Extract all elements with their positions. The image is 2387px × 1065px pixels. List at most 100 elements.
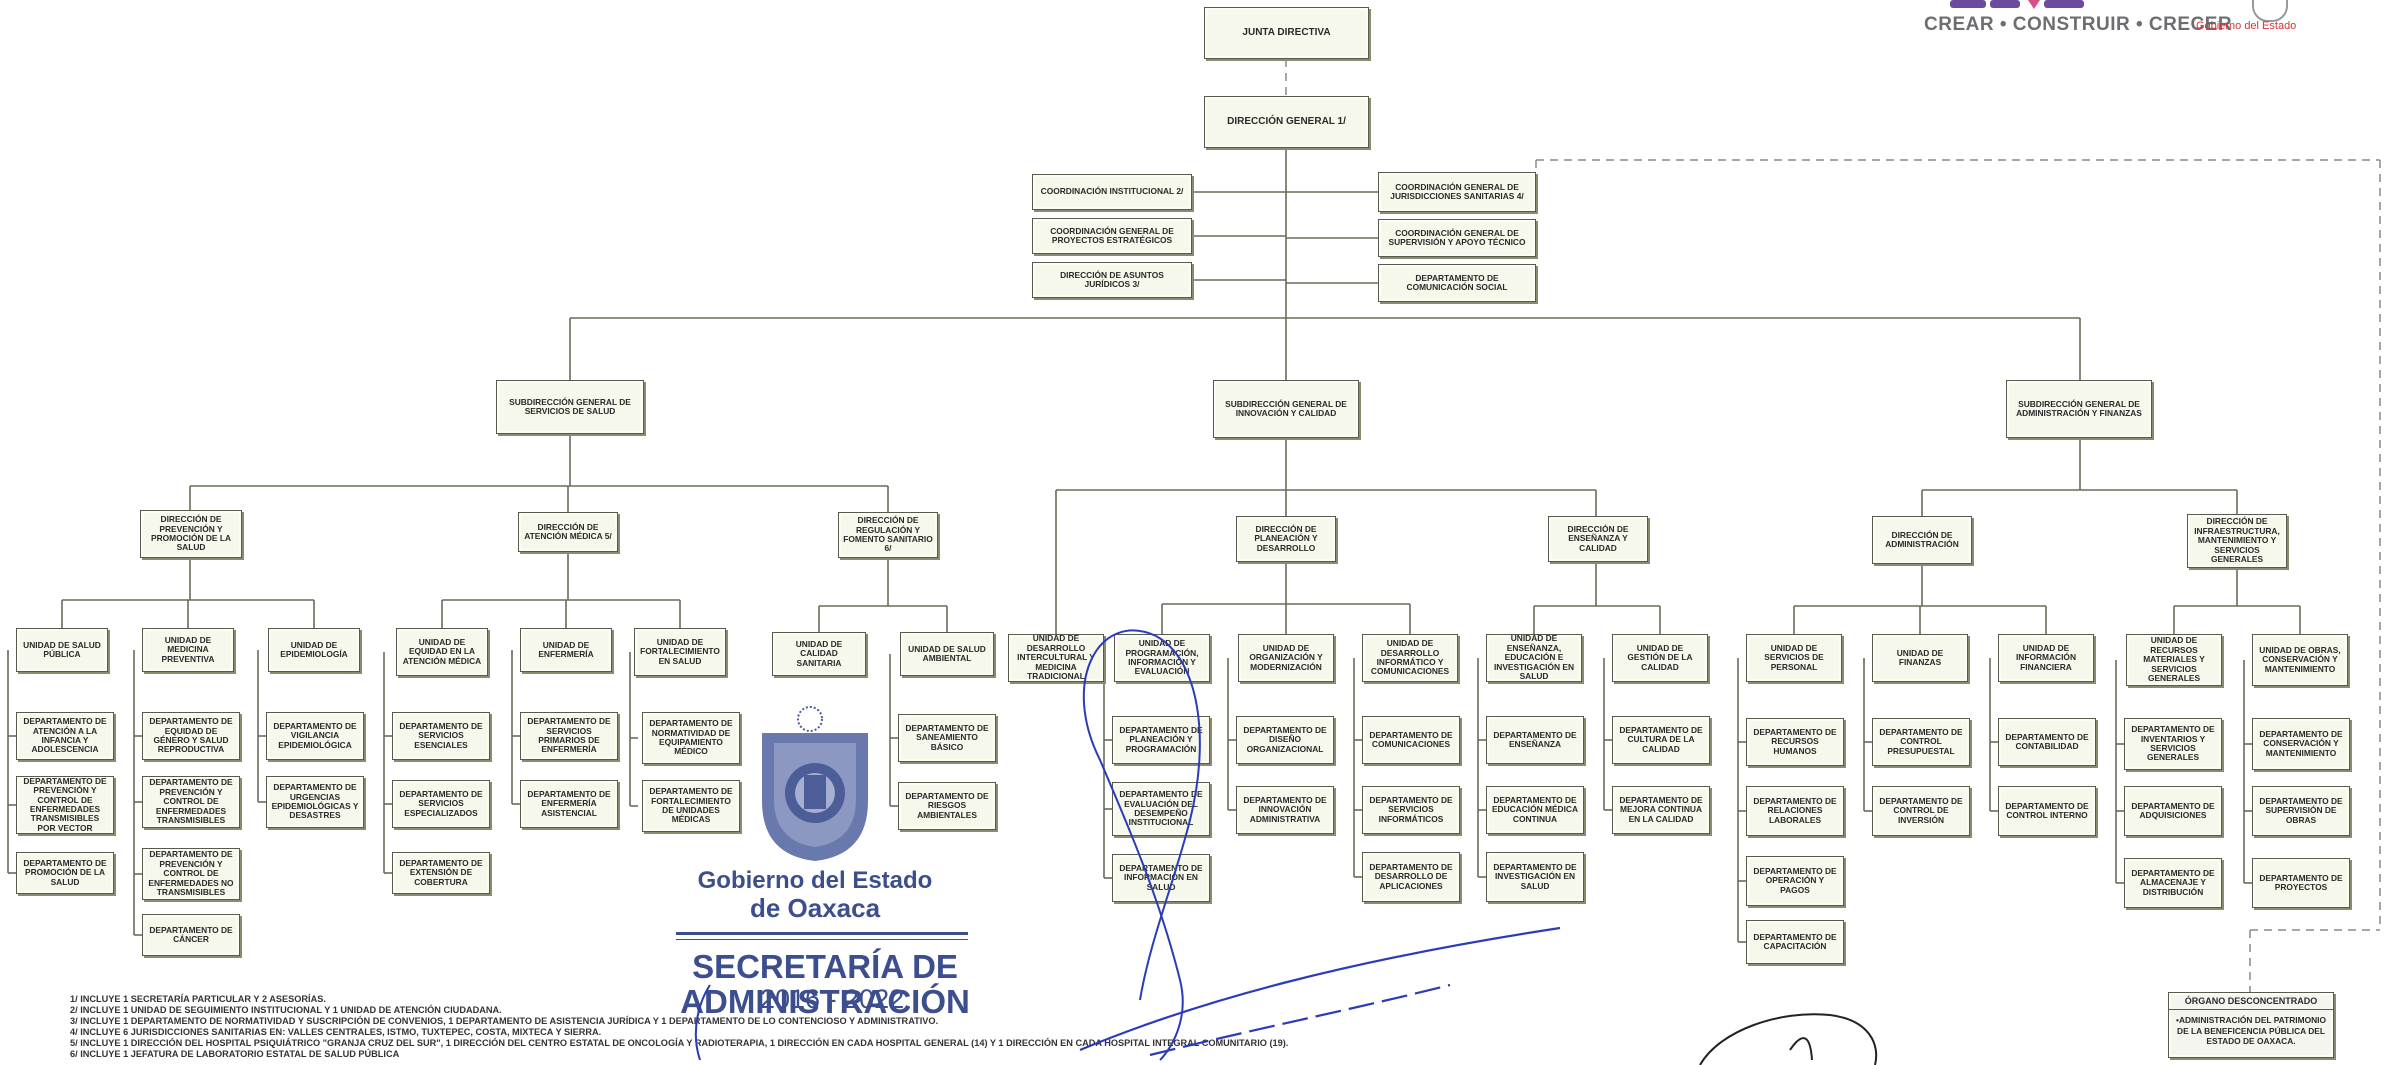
brand-logo-shapes: [1950, 0, 2084, 9]
org-box-depto-fortalecimiento-unidades: DEPARTAMENTO DE FORTALECIMIENTO DE UNIDA…: [642, 780, 740, 832]
org-box-depto-servicios-esenciales: DEPARTAMENTO DE SERVICIOS ESENCIALES: [392, 712, 490, 760]
org-box-depto-extension-cobertura: DEPARTAMENTO DE EXTENSIÓN DE COBERTURA: [392, 852, 490, 894]
org-box-unidad-informacion-financiera: UNIDAD DE INFORMACIÓN FINANCIERA: [1998, 634, 2094, 682]
org-box-depto-comunicaciones: DEPARTAMENTO DE COMUNICACIONES: [1362, 716, 1460, 764]
org-box-depto-urgencias-epidemiologicas: DEPARTAMENTO DE URGENCIAS EPIDEMIOLÓGICA…: [266, 776, 364, 828]
org-box-unidad-gestion-calidad: UNIDAD DE GESTIÓN DE LA CALIDAD: [1612, 634, 1708, 682]
org-box-depto-inventarios: DEPARTAMENTO DE INVENTARIOS Y SERVICIOS …: [2124, 718, 2222, 770]
org-box-depto-recursos-humanos: DEPARTAMENTO DE RECURSOS HUMANOS: [1746, 718, 1844, 766]
org-box-depto-conservacion-mantenimiento: DEPARTAMENTO DE CONSERVACIÓN Y MANTENIMI…: [2252, 718, 2350, 770]
stamp-rule-thin: [676, 939, 968, 940]
state-shield-icon: [2252, 0, 2288, 22]
org-box-unidad-finanzas: UNIDAD DE FINANZAS: [1872, 634, 1968, 682]
org-box-depto-enfermedades-vector: DEPARTAMENTO DE PREVENCIÓN Y CONTROL DE …: [16, 776, 114, 834]
org-box-depto-ensenanza: DEPARTAMENTO DE ENSEÑANZA: [1486, 716, 1584, 764]
org-box-depto-enfermedades-no-transmisibles: DEPARTAMENTO DE PREVENCIÓN Y CONTROL DE …: [142, 848, 240, 900]
org-box-depto-relaciones-laborales: DEPARTAMENTO DE RELACIONES LABORALES: [1746, 786, 1844, 836]
org-box-depto-control-presupuestal: DEPARTAMENTO DE CONTROL PRESUPUESTAL: [1872, 718, 1970, 766]
stamp-secretaria-administracion: SECRETARÍA DE ADMINISTRACIÓN: [660, 948, 990, 1020]
gobierno-label-post: Estado: [2259, 20, 2297, 32]
footnote-3: 3/ INCLUYE 1 DEPARTAMENTO DE NORMATIVIDA…: [70, 1016, 939, 1026]
org-box-depto-infancia-adolescencia: DEPARTAMENTO DE ATENCIÓN A LA INFANCIA Y…: [16, 712, 114, 760]
org-box-unidad-salud-publica: UNIDAD DE SALUD PÚBLICA: [16, 628, 108, 672]
org-box-direccion-asuntos-juridicos: DIRECCIÓN DE ASUNTOS JURÍDICOS 3/: [1032, 262, 1192, 298]
org-box-depto-equidad-genero: DEPARTAMENTO DE EQUIDAD DE GÉNERO Y SALU…: [142, 712, 240, 760]
footnote-4: 4/ INCLUYE 6 JURISDICCIONES SANITARIAS E…: [70, 1027, 602, 1037]
org-box-coordinacion-institucional: COORDINACIÓN INSTITUCIONAL 2/: [1032, 174, 1192, 210]
stamp-years: 2016 - 2022: [760, 984, 905, 1014]
org-box-coord-jurisdicciones-sanitarias: COORDINACIÓN GENERAL DE JURISDICCIONES S…: [1378, 172, 1536, 212]
org-box-depto-vigilancia-epidemiologica: DEPARTAMENTO DE VIGILANCIA EPIDEMIOLÓGIC…: [266, 712, 364, 760]
organo-title: ÓRGANO DESCONCENTRADO: [2169, 993, 2333, 1011]
org-box-unidad-epidemiologia: UNIDAD DE EPIDEMIOLOGÍA: [268, 628, 360, 672]
gobierno-estado-label: Gobierno del Estado: [2196, 20, 2296, 32]
org-box-depto-control-interno: DEPARTAMENTO DE CONTROL INTERNO: [1998, 786, 2096, 836]
org-box-unidad-programacion: UNIDAD DE PROGRAMACIÓN, INFORMACIÓN Y EV…: [1114, 634, 1210, 682]
org-box-depto-almacenaje: DEPARTAMENTO DE ALMACENAJE Y DISTRIBUCIÓ…: [2124, 858, 2222, 908]
org-box-depto-comunicacion-social: DEPARTAMENTO DE COMUNICACIÓN SOCIAL: [1378, 264, 1536, 302]
org-box-unidad-obras-conservacion: UNIDAD DE OBRAS, CONSERVACIÓN Y MANTENIM…: [2252, 634, 2348, 686]
org-box-unidad-ensenanza-investigacion: UNIDAD DE ENSEÑANZA, EDUCACIÓN E INVESTI…: [1486, 634, 1582, 682]
org-box-unidad-organizacion: UNIDAD DE ORGANIZACIÓN Y MODERNIZACIÓN: [1238, 634, 1334, 682]
stamp-gobierno-line2: de Oaxaca: [749, 893, 881, 924]
org-box-depto-promocion-salud: DEPARTAMENTO DE PROMOCIÓN DE LA SALUD: [16, 852, 114, 894]
org-box-direccion-general: DIRECCIÓN GENERAL 1/: [1204, 96, 1369, 148]
stamp-gobierno-oaxaca: Gobierno del Estado de Oaxaca: [690, 867, 940, 924]
org-box-unidad-enfermeria: UNIDAD DE ENFERMERÍA: [520, 628, 612, 672]
org-box-depto-innovacion-administrativa: DEPARTAMENTO DE INNOVACIÓN ADMINISTRATIV…: [1236, 786, 1334, 834]
org-box-unidad-equidad-atencion: UNIDAD DE EQUIDAD EN LA ATENCIÓN MÉDICA: [396, 628, 488, 676]
footnote-5: 5/ INCLUYE 1 DIRECCIÓN DEL HOSPITAL PSIQ…: [70, 1038, 1289, 1048]
footnote-6: 6/ INCLUYE 1 JEFATURA DE LABORATORIO EST…: [70, 1049, 400, 1059]
org-box-subdir-innovacion-calidad: SUBDIRECCIÓN GENERAL DE INNOVACIÓN Y CAL…: [1213, 380, 1359, 438]
org-box-depto-servicios-primarios-enfermeria: DEPARTAMENTO DE SERVICIOS PRIMARIOS DE E…: [520, 712, 618, 760]
org-box-depto-informacion-salud: DEPARTAMENTO DE INFORMACIÓN EN SALUD: [1112, 854, 1210, 902]
org-box-depto-proyectos: DEPARTAMENTO DE PROYECTOS: [2252, 858, 2350, 908]
org-box-dir-infraestructura: DIRECCIÓN DE INFRAESTRUCTURA, MANTENIMIE…: [2187, 514, 2287, 568]
org-box-depto-mejora-continua: DEPARTAMENTO DE MEJORA CONTINUA EN LA CA…: [1612, 786, 1710, 834]
org-box-depto-planeacion-programacion: DEPARTAMENTO DE PLANEACIÓN Y PROGRAMACIÓ…: [1112, 716, 1210, 764]
org-box-unidad-desarrollo-informatico: UNIDAD DE DESARROLLO INFORMÁTICO Y COMUN…: [1362, 634, 1458, 682]
org-box-depto-educacion-medica-continua: DEPARTAMENTO DE EDUCACIÓN MÉDICA CONTINU…: [1486, 786, 1584, 834]
org-box-depto-evaluacion-desempeno: DEPARTAMENTO DE EVALUACIÓN DEL DESEMPEÑO…: [1112, 782, 1210, 836]
org-box-depto-contabilidad: DEPARTAMENTO DE CONTABILIDAD: [1998, 718, 2096, 766]
footnote-1: 1/ INCLUYE 1 SECRETARÍA PARTICULAR Y 2 A…: [70, 994, 326, 1004]
org-box-dir-administracion: DIRECCIÓN DE ADMINISTRACIÓN: [1872, 516, 1972, 564]
state-seal-stamp-icon: [762, 706, 868, 861]
organo-body: •ADMINISTRACIÓN DEL PATRIMONIO DE LA BEN…: [2176, 1015, 2326, 1047]
org-box-depto-riesgos-ambientales: DEPARTAMENTO DE RIESGOS AMBIENTALES: [898, 782, 996, 830]
org-box-depto-control-inversion: DEPARTAMENTO DE CONTROL DE INVERSIÓN: [1872, 786, 1970, 836]
org-box-depto-capacitacion: DEPARTAMENTO DE CAPACITACIÓN: [1746, 920, 1844, 964]
org-box-depto-desarrollo-aplicaciones: DEPARTAMENTO DE DESARROLLO DE APLICACION…: [1362, 852, 1460, 902]
gobierno-label-de: del: [2244, 20, 2259, 32]
org-box-coord-proyectos-estrategicos: COORDINACIÓN GENERAL DE PROYECTOS ESTRAT…: [1032, 218, 1192, 254]
org-box-organo-desconcentrado: ÓRGANO DESCONCENTRADO •ADMINISTRACIÓN DE…: [2168, 992, 2334, 1058]
org-box-depto-enfermeria-asistencial: DEPARTAMENTO DE ENFERMERÍA ASISTENCIAL: [520, 780, 618, 828]
org-box-dir-ensenanza-calidad: DIRECCIÓN DE ENSEÑANZA Y CALIDAD: [1548, 516, 1648, 562]
stamp-gobierno-line1: Gobierno del Estado: [697, 867, 933, 894]
org-box-unidad-servicios-personal: UNIDAD DE SERVICIOS DE PERSONAL: [1746, 634, 1842, 682]
org-box-dir-atencion-medica: DIRECCIÓN DE ATENCIÓN MÉDICA 5/: [518, 512, 618, 552]
stamp-secretaria-line2: ADMINISTRACIÓN: [680, 982, 970, 1020]
org-box-unidad-medicina-preventiva: UNIDAD DE MEDICINA PREVENTIVA: [142, 628, 234, 672]
footnotes: 1/ INCLUYE 1 SECRETARÍA PARTICULAR Y 2 A…: [70, 994, 1570, 1060]
org-box-dir-prevencion-promocion: DIRECCIÓN DE PREVENCIÓN Y PROMOCIÓN DE L…: [140, 510, 242, 558]
org-box-unidad-salud-ambiental: UNIDAD DE SALUD AMBIENTAL: [900, 632, 994, 676]
org-box-subdir-servicios-salud: SUBDIRECCIÓN GENERAL DE SERVICIOS DE SAL…: [496, 380, 644, 434]
org-box-junta-directiva: JUNTA DIRECTIVA: [1204, 7, 1369, 59]
org-box-depto-investigacion-salud: DEPARTAMENTO DE INVESTIGACIÓN EN SALUD: [1486, 852, 1584, 902]
org-box-depto-diseno-organizacional: DEPARTAMENTO DE DISEÑO ORGANIZACIONAL: [1236, 716, 1334, 764]
stamp-secretaria-line1: SECRETARÍA DE: [692, 948, 958, 985]
gobierno-label-pre: Gobierno: [2196, 20, 2245, 32]
org-box-unidad-recursos-materiales: UNIDAD DE RECURSOS MATERIALES Y SERVICIO…: [2126, 634, 2222, 686]
org-box-unidad-fortalecimiento: UNIDAD DE FORTALECIMIENTO EN SALUD: [634, 628, 726, 676]
org-box-depto-operacion-pagos: DEPARTAMENTO DE OPERACIÓN Y PAGOS: [1746, 856, 1844, 906]
org-box-unidad-calidad-sanitaria: UNIDAD DE CALIDAD SANITARIA: [772, 632, 866, 676]
brand-slogan: CREAR • CONSTRUIR • CRECER: [1924, 14, 2233, 35]
org-box-depto-enfermedades-transmisibles: DEPARTAMENTO DE PREVENCIÓN Y CONTROL DE …: [142, 776, 240, 828]
org-box-dir-regulacion-fomento: DIRECCIÓN DE REGULACIÓN Y FOMENTO SANITA…: [838, 512, 938, 558]
org-box-depto-equipamiento-medico: DEPARTAMENTO DE NORMATIVIDAD DE EQUIPAMI…: [642, 712, 740, 764]
org-box-depto-adquisiciones: DEPARTAMENTO DE ADQUISICIONES: [2124, 786, 2222, 836]
org-box-depto-saneamiento-basico: DEPARTAMENTO DE SANEAMIENTO BÁSICO: [898, 714, 996, 762]
stamp-rule: [676, 932, 968, 935]
